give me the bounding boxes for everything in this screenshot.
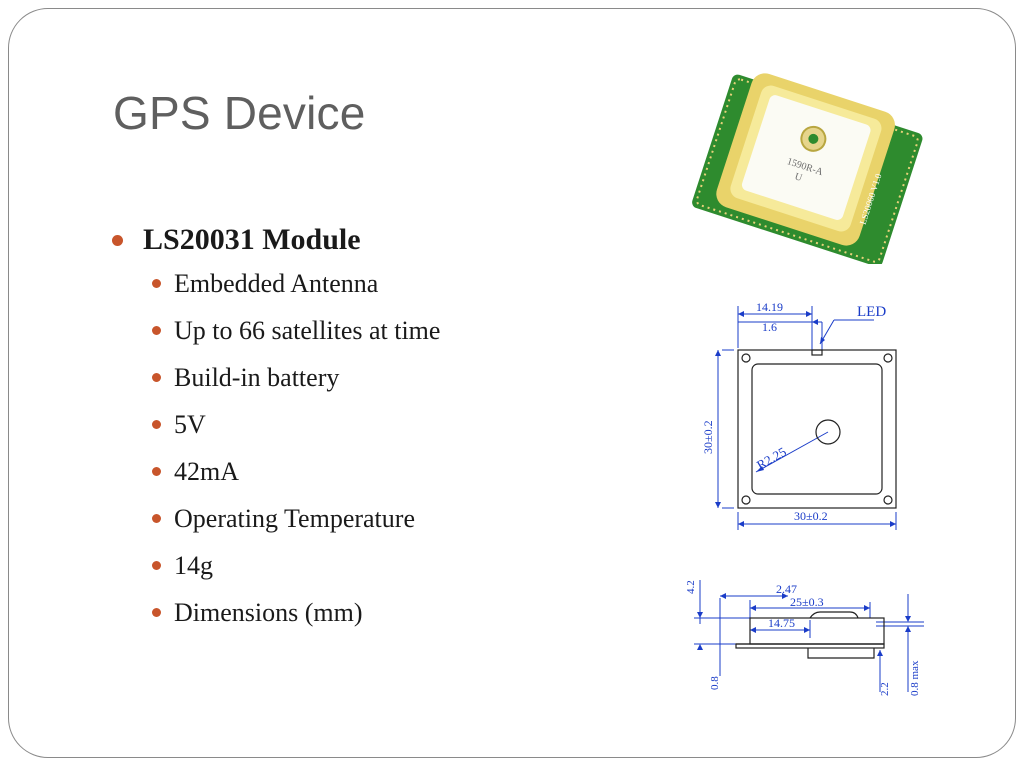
top-view-drawing: 14.19 1.6 LED 30±0.2 30±0.2 R2.25 [701,300,897,530]
bullet-dot [112,234,123,246]
sub-bullet: Operating Temperature [152,495,440,542]
antenna-sublabel: U [793,171,804,184]
sub-bullet: 5V [152,401,440,448]
dim-0-8: 0.8 [709,676,721,690]
dim-2-47: 2.47 [776,582,797,596]
sub-bullet-text: 42mA [174,456,239,486]
main-bullet-text: LS20031 Module [143,223,361,256]
feed-circle [815,419,841,445]
dim-1-6: 1.6 [762,320,777,334]
bullet-dot [152,608,161,617]
antenna-outline [751,363,883,495]
dim-2-2: 2.2 [879,682,891,696]
dim-width-bottom: 30±0.2 [794,509,828,523]
led-label: LED [857,304,886,320]
bullet-dot [152,467,161,476]
bullet-dot [152,373,161,382]
sub-bullet-text: 5V [174,409,206,439]
sub-bullet-text: 14g [174,550,213,580]
side-battery [807,648,875,659]
side-pcb [735,643,885,649]
bullet-dot [152,561,161,570]
bullet-dot [152,420,161,429]
sub-bullet: Embedded Antenna [152,260,440,307]
dim-height: 30±0.2 [701,420,715,454]
bullet-list: LS20031 Module Embedded Antenna Up to 66… [112,220,440,636]
radius-label: R2.25 [754,444,789,473]
sub-bullet: 14g [152,542,440,589]
sub-bullet-text: Dimensions (mm) [174,597,363,627]
sub-bullet-text: Embedded Antenna [174,268,379,298]
bullet-dot [152,279,161,288]
dim-14-75: 14.75 [768,616,795,630]
sub-bullet-text: Operating Temperature [174,503,415,533]
bullet-dot [152,326,161,335]
sub-bullet-text: Build-in battery [174,362,340,392]
slide-title: GPS Device [113,87,366,139]
sub-bullet-text: Up to 66 satellites at time [174,315,441,345]
sub-bullet: Up to 66 satellites at time [152,307,440,354]
dim-4-2: 4.2 [685,580,697,594]
main-bullet: LS20031 Module [112,220,440,260]
led-marker [811,349,823,356]
dim-0-8-max: 0.8 max [909,660,921,696]
dim-25: 25±0.3 [790,595,824,609]
gps-module-photo: 1590R-A U LS20060 V1.0 [692,73,923,264]
sub-bullet: Dimensions (mm) [152,589,440,636]
side-view-drawing: 4.2 2.47 25±0.3 14.75 0.8 2.2 0.8 max [685,580,924,696]
antenna-ceramic [741,95,871,220]
dim-14-19: 14.19 [756,300,783,314]
sub-bullet: Build-in battery [152,354,440,401]
sub-bullet: 42mA [152,448,440,495]
bullet-dot [152,514,161,523]
